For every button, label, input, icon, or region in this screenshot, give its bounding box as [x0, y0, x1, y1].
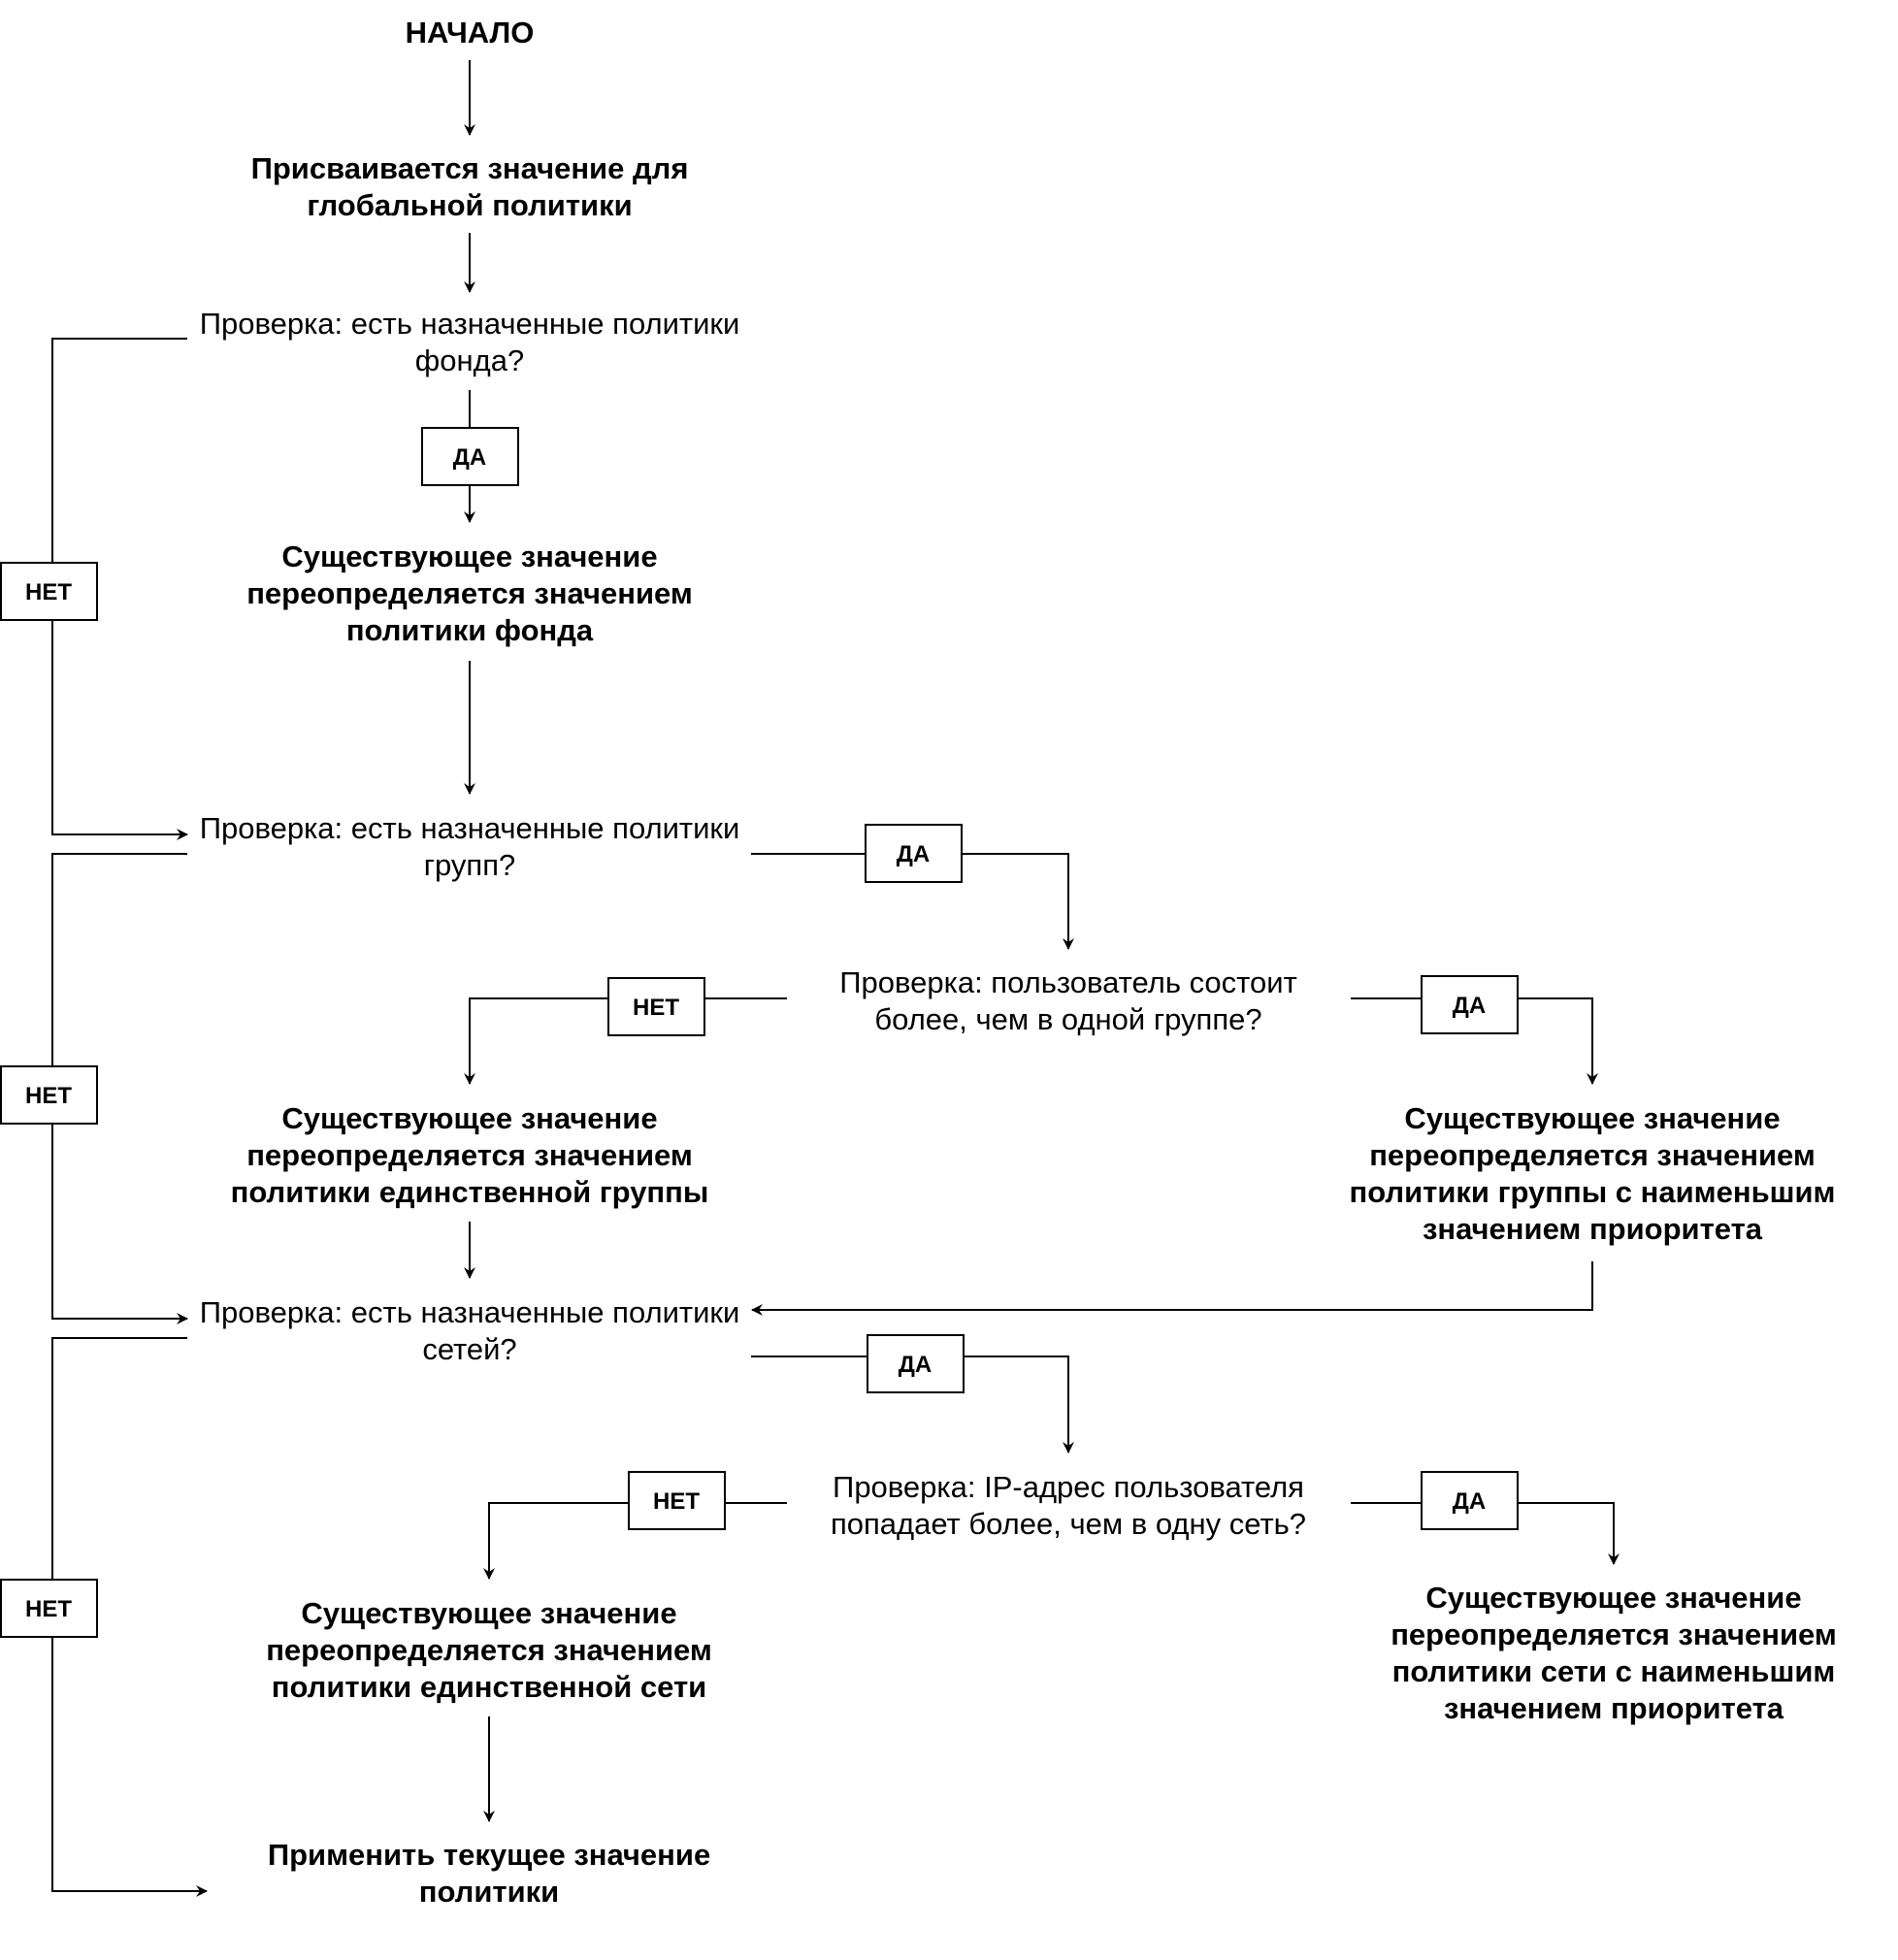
- check-networks-node: Проверка: есть назначенные политики сете…: [200, 1295, 740, 1366]
- check-multi-group-node: Проверка: пользователь состоит более, че…: [839, 965, 1297, 1036]
- apply-current-line: политики: [419, 1875, 559, 1909]
- override-single-group-line: политики единственной группы: [231, 1175, 709, 1209]
- yes-label-multi-network: ДА: [1421, 1471, 1519, 1530]
- check-fund-node: Проверка: есть назначенные политики фонд…: [200, 307, 740, 377]
- override-single-group-line: Существующее значение: [281, 1101, 657, 1135]
- override-fund-line: переопределяется значением: [246, 576, 693, 610]
- yes-label-fund: ДА: [421, 427, 519, 486]
- override-fund-line: политики фонда: [346, 613, 594, 647]
- global-policy-node: Присваивается значение для глобальной по…: [251, 151, 689, 222]
- override-single-network-node: Существующее значение переопределяется з…: [266, 1596, 712, 1704]
- global-policy-line: Присваивается значение для: [251, 151, 689, 185]
- override-min-network-line: Существующее значение: [1425, 1581, 1801, 1615]
- no-text: НЕТ: [25, 579, 72, 605]
- arrow-min-group-to-check-networks: [751, 1261, 1593, 1316]
- override-min-network-line: политики сети с наименьшим: [1392, 1654, 1836, 1688]
- check-multi-group-line: более, чем в одной группе?: [874, 1002, 1261, 1036]
- override-min-network-line: переопределяется значением: [1391, 1617, 1837, 1651]
- override-min-network-line: значением приоритета: [1444, 1691, 1784, 1725]
- no-label-networks: НЕТ: [0, 1579, 98, 1638]
- apply-current-node: Применить текущее значение политики: [268, 1838, 710, 1909]
- override-single-network-line: переопределяется значением: [266, 1633, 712, 1667]
- no-text: НЕТ: [25, 1083, 72, 1109]
- yes-label-networks: ДА: [867, 1334, 965, 1393]
- override-min-group-line: Существующее значение: [1404, 1101, 1780, 1135]
- check-multi-network-line: попадает более, чем в одну сеть?: [831, 1507, 1306, 1541]
- start-node: НАЧАЛО: [406, 16, 535, 49]
- yes-text: ДА: [1453, 1488, 1486, 1515]
- override-single-group-line: переопределяется значением: [246, 1138, 693, 1172]
- apply-current-line: Применить текущее значение: [268, 1838, 710, 1872]
- no-text: НЕТ: [633, 995, 679, 1021]
- override-min-group-line: политики группы с наименьшим: [1350, 1175, 1836, 1209]
- check-groups-line: Проверка: есть назначенные политики: [200, 811, 740, 845]
- check-groups-node: Проверка: есть назначенные политики груп…: [200, 811, 740, 882]
- yes-text: ДА: [1453, 993, 1486, 1019]
- override-single-network-line: Существующее значение: [301, 1596, 676, 1630]
- global-policy-line: глобальной политики: [307, 188, 632, 222]
- check-networks-line: Проверка: есть назначенные политики: [200, 1295, 740, 1329]
- override-min-group-line: переопределяется значением: [1369, 1138, 1816, 1172]
- check-fund-line: Проверка: есть назначенные политики: [200, 307, 740, 341]
- yes-label-multi-group: ДА: [1421, 975, 1519, 1034]
- yes-text: ДА: [897, 841, 930, 867]
- check-multi-network-line: Проверка: IP-адрес пользователя: [833, 1470, 1304, 1504]
- check-multi-group-line: Проверка: пользователь состоит: [839, 965, 1297, 999]
- yes-text: ДА: [453, 444, 486, 471]
- override-single-network-line: политики единственной сети: [272, 1670, 706, 1704]
- no-label-groups: НЕТ: [0, 1065, 98, 1125]
- override-single-group-node: Существующее значение переопределяется з…: [231, 1101, 709, 1209]
- override-min-group-line: значением приоритета: [1423, 1212, 1763, 1246]
- no-label-multi-group: НЕТ: [607, 977, 705, 1036]
- override-min-priority-group-node: Существующее значение переопределяется з…: [1350, 1101, 1836, 1246]
- override-fund-node: Существующее значение переопределяется з…: [246, 539, 693, 647]
- no-label-fund: НЕТ: [0, 562, 98, 621]
- no-text: НЕТ: [25, 1596, 72, 1622]
- yes-text: ДА: [899, 1352, 932, 1378]
- check-fund-line: фонда?: [415, 343, 524, 377]
- override-fund-line: Существующее значение: [281, 539, 657, 573]
- no-label-multi-network: НЕТ: [628, 1471, 726, 1530]
- check-networks-line: сетей?: [422, 1332, 516, 1366]
- check-multi-network-node: Проверка: IP-адрес пользователя попадает…: [831, 1470, 1306, 1541]
- override-min-priority-network-node: Существующее значение переопределяется з…: [1391, 1581, 1837, 1725]
- yes-label-groups: ДА: [865, 824, 963, 883]
- no-text: НЕТ: [653, 1488, 700, 1515]
- arrow-check-groups-yes: [751, 853, 1074, 950]
- start-label: НАЧАЛО: [406, 16, 535, 49]
- check-groups-line: групп?: [424, 848, 516, 882]
- arrow-check-networks-yes: [751, 1356, 1074, 1454]
